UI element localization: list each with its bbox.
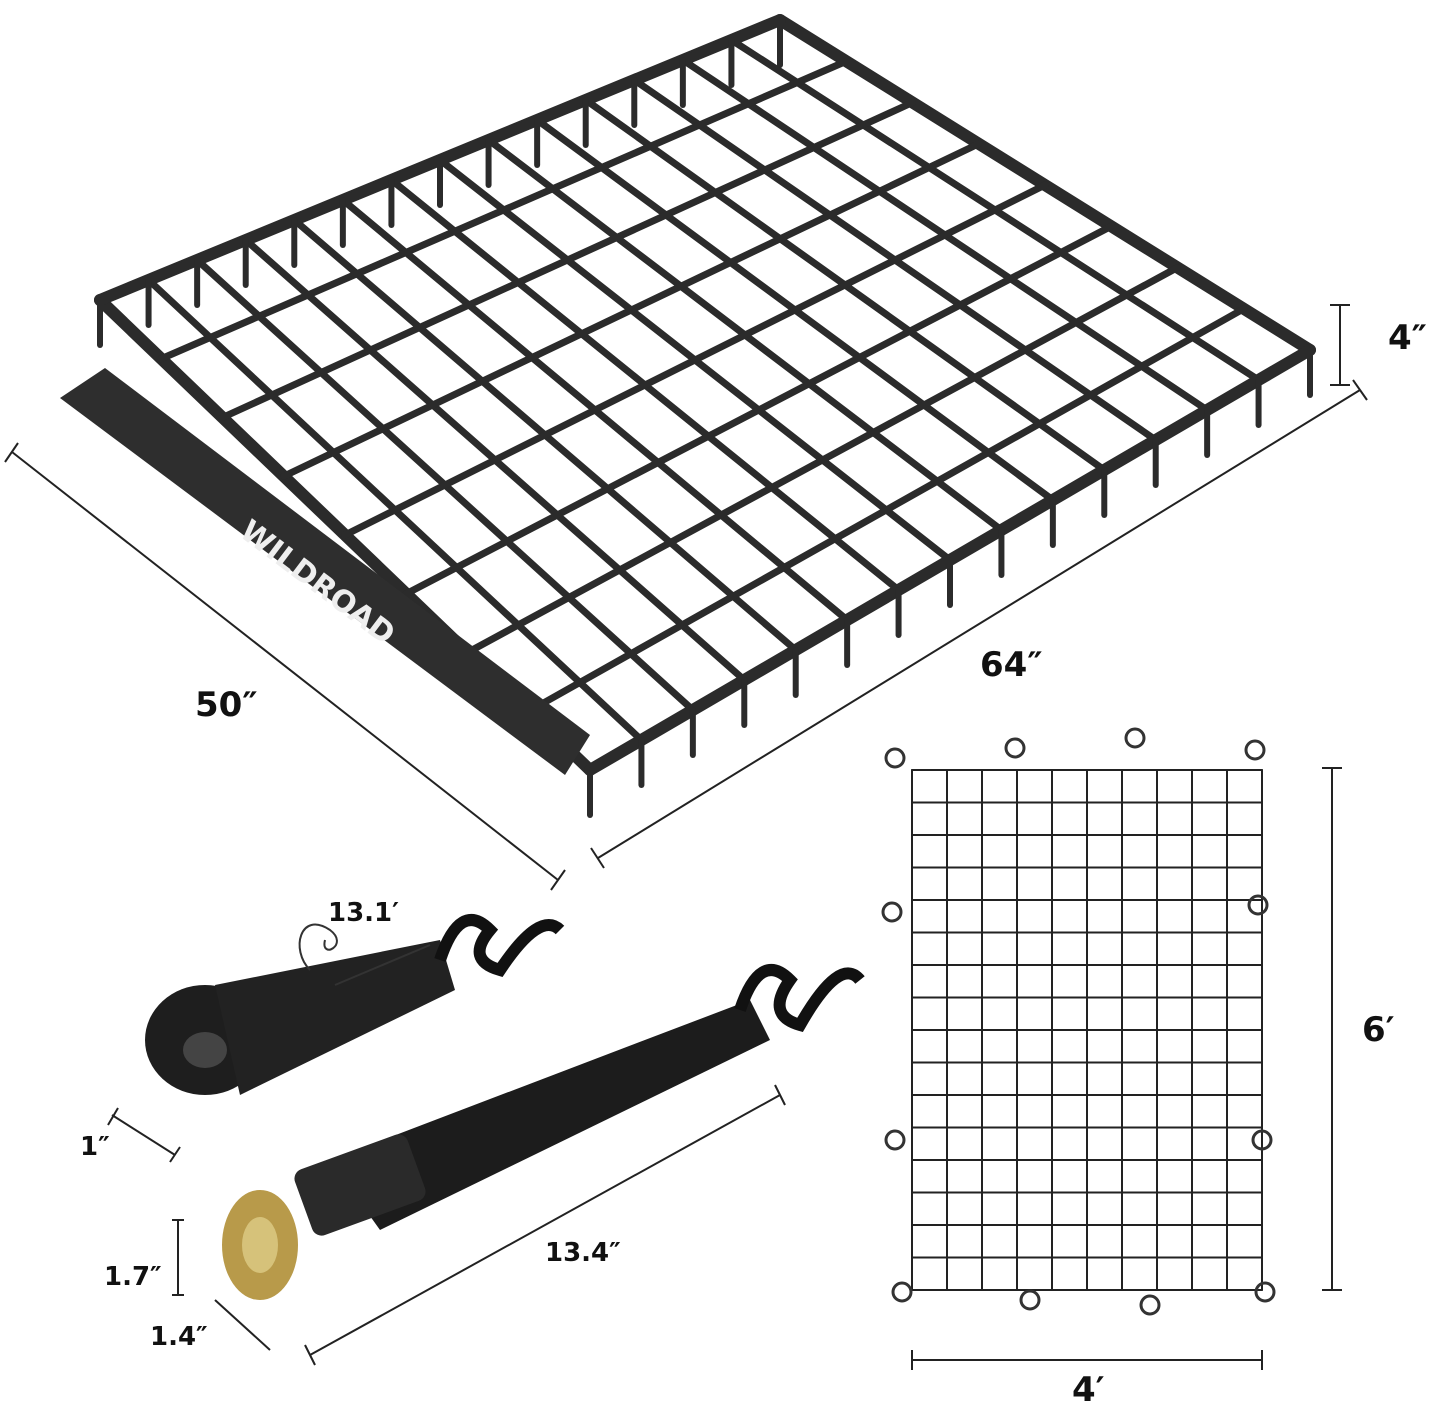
net-hook (881, 901, 903, 923)
rack-rail (402, 222, 1115, 598)
rack-rail (341, 181, 1049, 539)
wind-fairing (60, 368, 590, 775)
net-hook (1139, 1294, 1161, 1316)
net-hook (1244, 739, 1266, 761)
net-hook (1019, 1289, 1041, 1311)
rack-rail (464, 264, 1181, 656)
dimension-lines (4, 304, 1368, 1370)
ratchet-strap-length-label: 13.4″ (545, 1238, 621, 1268)
rack-rail (280, 140, 983, 480)
strap-width-label: 1″ (80, 1132, 110, 1162)
net-hook (1124, 727, 1146, 749)
ratchet-height-label: 1.7″ (104, 1262, 162, 1292)
cargo-net (881, 727, 1276, 1316)
ratchet-strap (222, 964, 865, 1300)
rack-length-label: 64″ (980, 645, 1043, 685)
net-hook (1254, 1281, 1276, 1303)
net-hook (1251, 1129, 1273, 1151)
rack-height-label: 4″ (1388, 318, 1427, 358)
rack-width-label: 50″ (195, 685, 258, 725)
rack-rail (525, 305, 1248, 715)
net-height-label: 6′ (1362, 1010, 1395, 1050)
net-hook (1247, 894, 1269, 916)
net-hook (884, 747, 906, 769)
net-hook (884, 1129, 906, 1151)
ratchet-width-label: 1.4″ (150, 1322, 208, 1352)
roof-rack-basket (94, 14, 1316, 818)
net-width-label: 4′ (1072, 1370, 1105, 1410)
rack-rail (219, 99, 916, 421)
cam-strap (145, 914, 565, 1095)
net-hook (1004, 737, 1026, 759)
strap-length-label: 13.1′ (328, 898, 400, 928)
net-hook (891, 1281, 913, 1303)
rack-rail (157, 57, 850, 363)
